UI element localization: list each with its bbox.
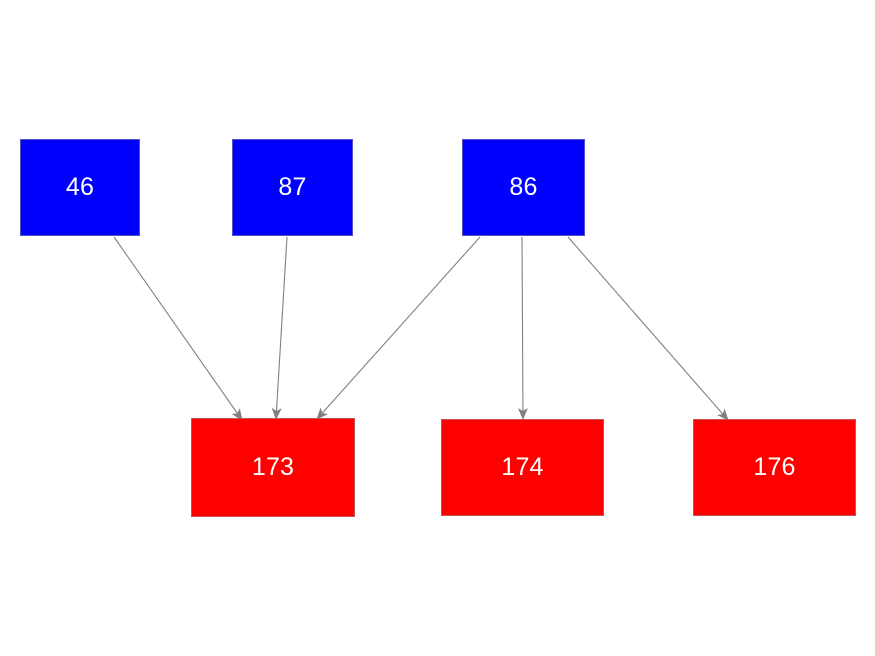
graph-node-86[interactable]: 86 (462, 139, 585, 236)
graph-node-176[interactable]: 176 (693, 419, 856, 516)
graph-edge-86-to-173 (316, 236, 481, 420)
graph-node-46[interactable]: 46 (20, 139, 140, 236)
graph-node-label: 87 (278, 173, 307, 201)
edges-group (113, 236, 729, 421)
graph-edge-87-to-173 (271, 236, 288, 420)
graph-node-label: 86 (509, 173, 538, 201)
graph-edge-86-to-174 (517, 236, 528, 420)
graph-node-label: 174 (501, 453, 544, 481)
graph-node-173[interactable]: 173 (191, 418, 355, 517)
graph-node-174[interactable]: 174 (441, 419, 604, 516)
graph-node-label: 176 (753, 453, 796, 481)
graph-node-label: 46 (65, 173, 95, 201)
graph-node-87[interactable]: 87 (232, 139, 353, 236)
graph-edge-46-to-173 (113, 236, 243, 421)
graph-edge-86-to-176 (567, 236, 729, 421)
graph-node-label: 173 (251, 453, 295, 481)
